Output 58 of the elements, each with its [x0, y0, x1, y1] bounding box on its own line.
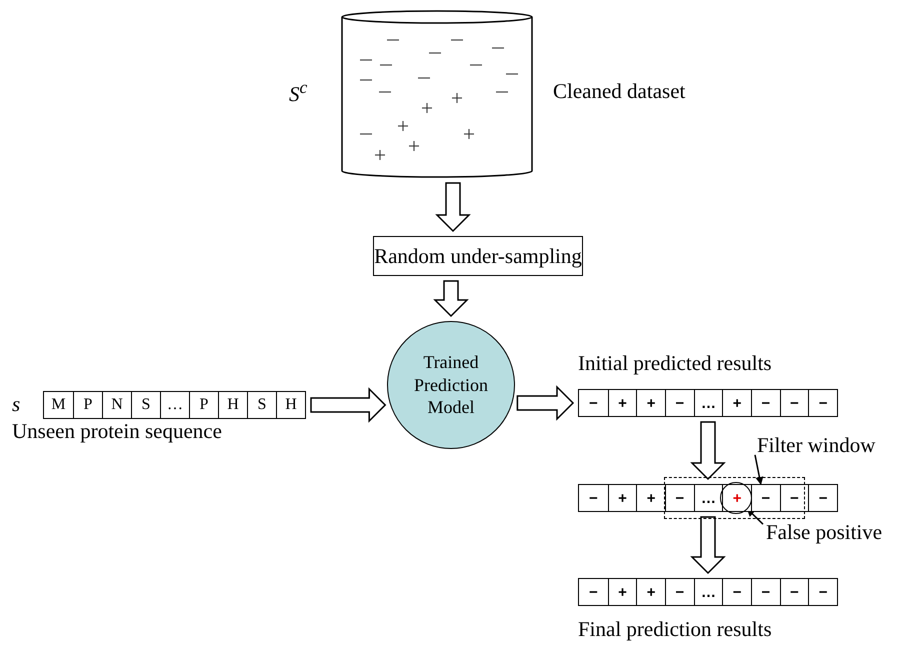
prediction-cell-text: −: [588, 582, 599, 602]
prediction-cell: −: [780, 579, 808, 605]
dataset-caption: Cleaned dataset: [553, 80, 686, 104]
hollow-arrow: [690, 516, 726, 574]
hollow-arrow: [435, 182, 471, 232]
prediction-cell: +: [636, 579, 665, 605]
residue-cell: S: [131, 392, 160, 418]
hollow-arrow: [690, 421, 726, 480]
prediction-cell: +: [636, 390, 665, 416]
prediction-cell: −: [664, 390, 694, 416]
results-caption: Final prediction results: [578, 618, 772, 642]
prediction-strip: [578, 578, 838, 606]
prediction-cell: …: [694, 579, 722, 605]
sequence-caption: Unseen protein sequence: [12, 420, 222, 444]
prediction-cell: +: [722, 390, 751, 416]
prediction-cell: −: [664, 485, 694, 511]
hollow-arrow: [433, 280, 469, 318]
prediction-cell: −: [808, 579, 837, 605]
prediction-cell: +: [722, 485, 751, 511]
prediction-cell: +: [608, 579, 636, 605]
prediction-cell-text: −: [588, 488, 599, 508]
residue-cell: H: [276, 392, 305, 418]
residue-cell-text: M: [50, 395, 67, 415]
prediction-cell-text: −: [588, 394, 599, 414]
set-symbol: S$^{c}$: [289, 78, 308, 106]
residue-cell: N: [102, 392, 131, 418]
prediction-cell: −: [780, 485, 808, 511]
sequence-strip: [43, 391, 306, 419]
hollow-arrow: [310, 387, 386, 423]
sequence-symbol: s: [12, 393, 20, 416]
residue-cell: P: [73, 392, 102, 418]
prediction-cell: −: [750, 485, 780, 511]
annotation-text: Filter window: [757, 432, 917, 458]
prediction-cell: +: [608, 485, 636, 511]
residue-cell: P: [189, 392, 218, 418]
prediction-cell: −: [722, 579, 751, 605]
prediction-cell: …: [694, 390, 722, 416]
residue-cell: H: [218, 392, 247, 418]
results-caption: Initial predicted results: [578, 352, 772, 376]
prediction-cell: −: [750, 390, 780, 416]
leader-line: [754, 454, 764, 485]
prediction-cell: +: [608, 390, 636, 416]
prediction-cell: −: [750, 579, 780, 605]
prediction-cell: −: [808, 485, 837, 511]
prediction-strip: [578, 484, 838, 512]
database-cylinder: [341, 10, 533, 178]
process-box: Random under-sampling: [373, 236, 583, 276]
prediction-cell: −: [808, 390, 837, 416]
prediction-cell: −: [780, 390, 808, 416]
model-circle: Trained Prediction Model: [387, 321, 515, 449]
prediction-strip: [578, 389, 838, 417]
hollow-arrow: [516, 385, 574, 421]
annotation-text: False positive: [766, 519, 917, 545]
prediction-cell: −: [664, 579, 694, 605]
residue-cell: …: [160, 392, 189, 418]
prediction-cell: …: [694, 485, 722, 511]
residue-cell: S: [247, 392, 276, 418]
prediction-cell: +: [636, 485, 665, 511]
